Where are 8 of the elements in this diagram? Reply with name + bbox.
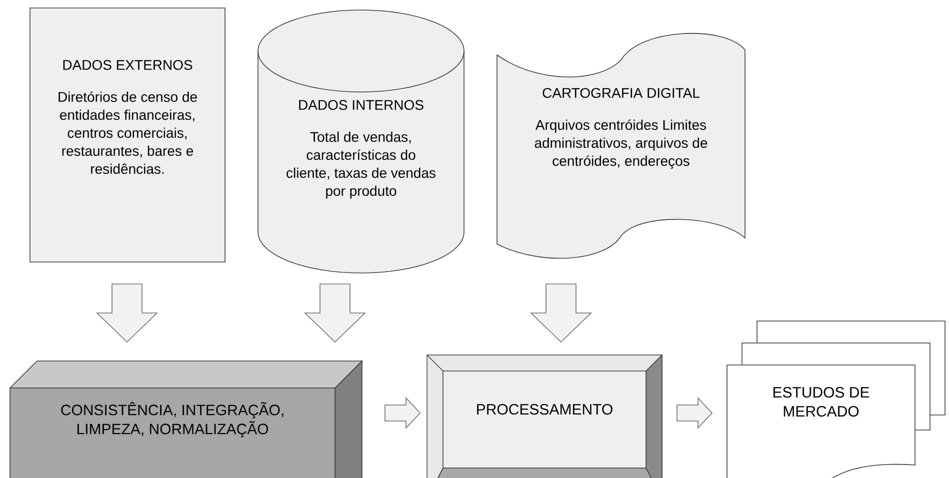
- block-arrow: [530, 284, 592, 343]
- document-stack: ESTUDOS DE MERCADO: [726, 320, 946, 478]
- block-arrow: [676, 396, 713, 429]
- document-box: DADOS EXTERNOS Diretórios de censo de entidades financeiras, centros comerciais, restaurantes, bares e residências.: [30, 8, 226, 262]
- database-cylinder: DADOS INTERNOS Total de vendas, características do cliente, taxas de vendas por produto: [258, 10, 464, 274]
- block-arrow: [96, 284, 158, 343]
- block-arrow: [384, 396, 421, 429]
- block-arrow: [304, 284, 366, 343]
